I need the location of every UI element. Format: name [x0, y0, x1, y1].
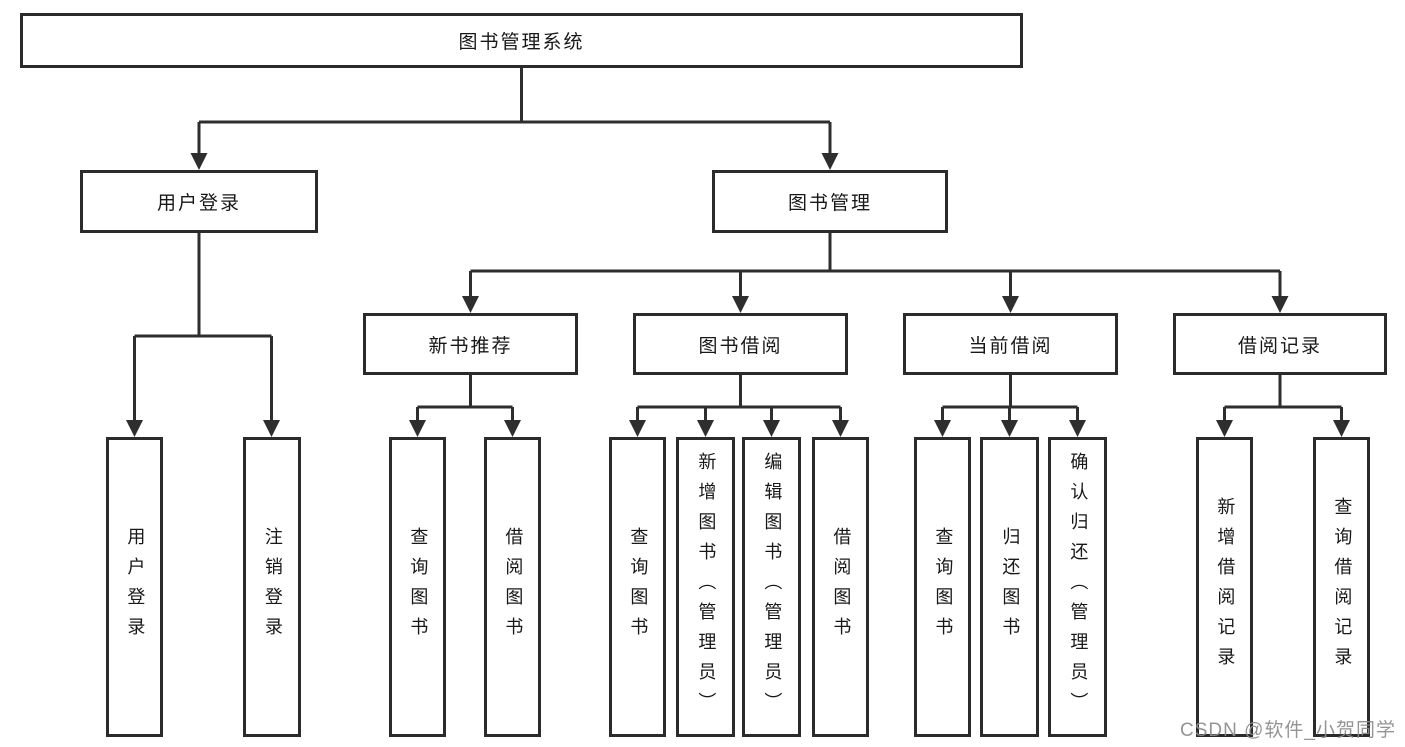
leaf-borrow-query-label: 查询图书	[628, 527, 649, 647]
node-new-book-recommend: 新书推荐	[363, 313, 578, 375]
leaf-record-query: 查询借阅记录	[1313, 437, 1370, 737]
leaf-borrow-edit-book: 编辑图书（管理员）	[742, 437, 801, 737]
leaf-current-query: 查询图书	[914, 437, 971, 737]
leaf-record-add-label: 新增借阅记录	[1215, 497, 1236, 677]
node-current-borrowing: 当前借阅	[903, 313, 1118, 375]
leaf-logout: 注销登录	[243, 437, 301, 737]
leaf-borrow-add-book-label: 新增图书（管理员）	[696, 452, 717, 722]
leaf-newbook-borrow: 借阅图书	[484, 437, 541, 737]
node-book-management: 图书管理	[712, 170, 948, 233]
leaf-current-confirm-return: 确认归还（管理员）	[1048, 437, 1107, 737]
leaf-current-return: 归还图书	[980, 437, 1039, 737]
leaf-borrow-borrow-book: 借阅图书	[812, 437, 869, 737]
connector-path	[133, 68, 1343, 423]
node-user-login: 用户登录	[80, 170, 318, 233]
node-book-borrowing: 图书借阅	[633, 313, 848, 375]
leaf-borrow-edit-book-label: 编辑图书（管理员）	[762, 452, 783, 722]
leaf-borrow-query: 查询图书	[609, 437, 666, 737]
leaf-user-login-label: 用户登录	[125, 527, 146, 647]
leaf-record-query-label: 查询借阅记录	[1332, 497, 1353, 677]
leaf-borrow-add-book: 新增图书（管理员）	[676, 437, 735, 737]
leaf-current-confirm-return-label: 确认归还（管理员）	[1068, 452, 1089, 722]
node-library-system: 图书管理系统	[20, 13, 1023, 68]
leaf-newbook-query-label: 查询图书	[408, 527, 429, 647]
leaf-newbook-query: 查询图书	[389, 437, 446, 737]
leaf-borrow-borrow-book-label: 借阅图书	[831, 527, 852, 647]
leaf-logout-label: 注销登录	[262, 527, 283, 647]
leaf-current-return-label: 归还图书	[1000, 527, 1021, 647]
leaf-current-query-label: 查询图书	[933, 527, 954, 647]
leaf-newbook-borrow-label: 借阅图书	[503, 527, 524, 647]
csdn-watermark: CSDN @软件_小贺同学	[1180, 720, 1396, 741]
node-borrow-records: 借阅记录	[1173, 313, 1387, 375]
leaf-user-login: 用户登录	[106, 437, 163, 737]
leaf-record-add: 新增借阅记录	[1196, 437, 1253, 737]
